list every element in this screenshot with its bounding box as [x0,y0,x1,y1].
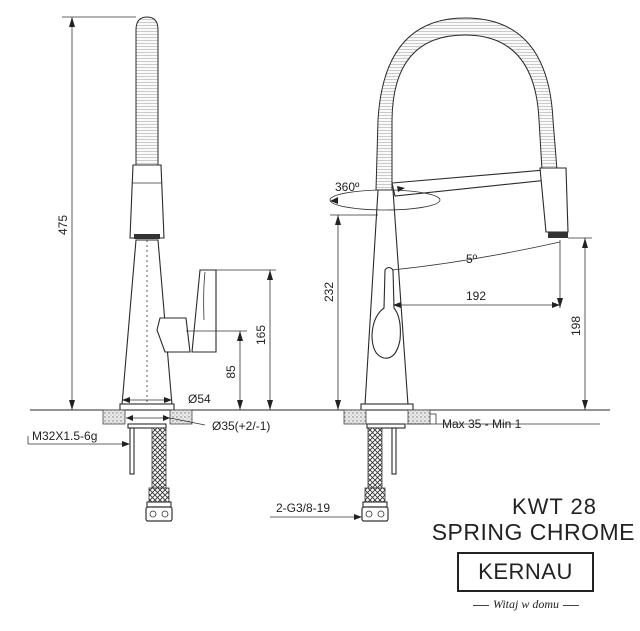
brand-name: KERNAU [478,559,573,584]
dim-body-diameter: Ø54 [188,392,211,406]
dim-thread: M32X1.5-6g [32,429,97,443]
model-code: KWT 28 [511,494,597,519]
left-side-view [102,16,217,522]
dim-countertop: Max 35 - Min 1 [442,417,522,431]
tagline-dash-left [472,604,489,606]
left-spring-hose [135,16,159,166]
dim-lever-lower: 85 [224,365,238,379]
dim-spout-height: 232 [322,282,336,302]
right-spring-hose [375,17,558,191]
left-spray-head [129,164,165,239]
right-spray-head [539,167,569,233]
dim-rotation: 360º [335,180,360,194]
model-name: SPRING CHROME [431,519,635,545]
dim-reach: 192 [466,289,486,303]
dim-tilt: 5º [466,252,478,266]
dim-hose-connection: 2-G3/8-19 [276,501,330,515]
left-lever [156,317,191,353]
right-front-view [343,17,569,522]
dim-total-height: 475 [56,215,70,235]
right-dimensions: 360º 232 5º 192 198 Max 35 - Min 1 2-G3/ [270,180,600,520]
dim-lever-height: 165 [254,325,268,345]
dim-hole-diameter: Ø35(+2/-1) [212,419,270,433]
left-dimensions: 475 165 85 Ø54 Ø35(+2/-1) M32X1.5-6g [27,16,276,447]
brand-logo: KERNAU [457,552,594,592]
brand-tagline: Witaj w domu [455,597,597,612]
tagline-text: Witaj w domu [492,597,559,611]
dim-outlet-height: 198 [569,316,583,336]
tagline-dash-right [563,604,579,606]
right-spout-arm [391,169,549,197]
model-title: KWT 28 SPRING CHROME [410,496,635,544]
